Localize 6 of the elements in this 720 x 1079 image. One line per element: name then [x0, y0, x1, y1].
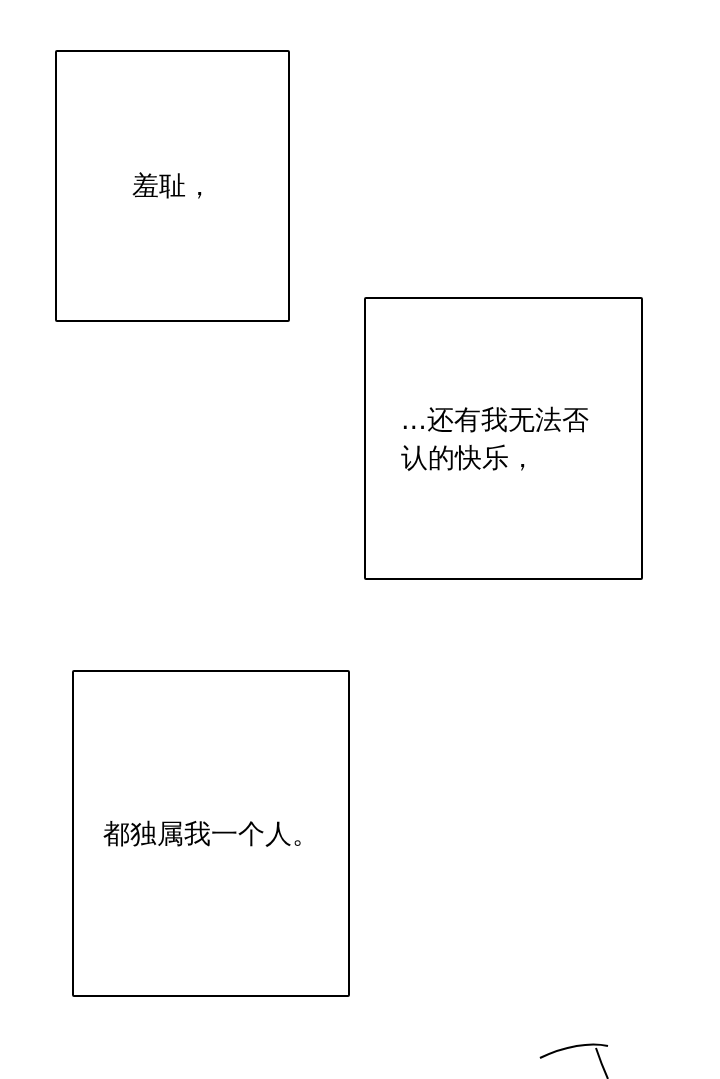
- caption-box: [55, 50, 290, 322]
- caption-box: [72, 670, 350, 997]
- caption-text: 都独属我一个人。: [103, 816, 319, 851]
- caption-text: ...还有我无法否认的快乐，: [401, 402, 590, 475]
- caption-text: 羞耻，: [132, 169, 213, 204]
- caption-box: [364, 297, 643, 580]
